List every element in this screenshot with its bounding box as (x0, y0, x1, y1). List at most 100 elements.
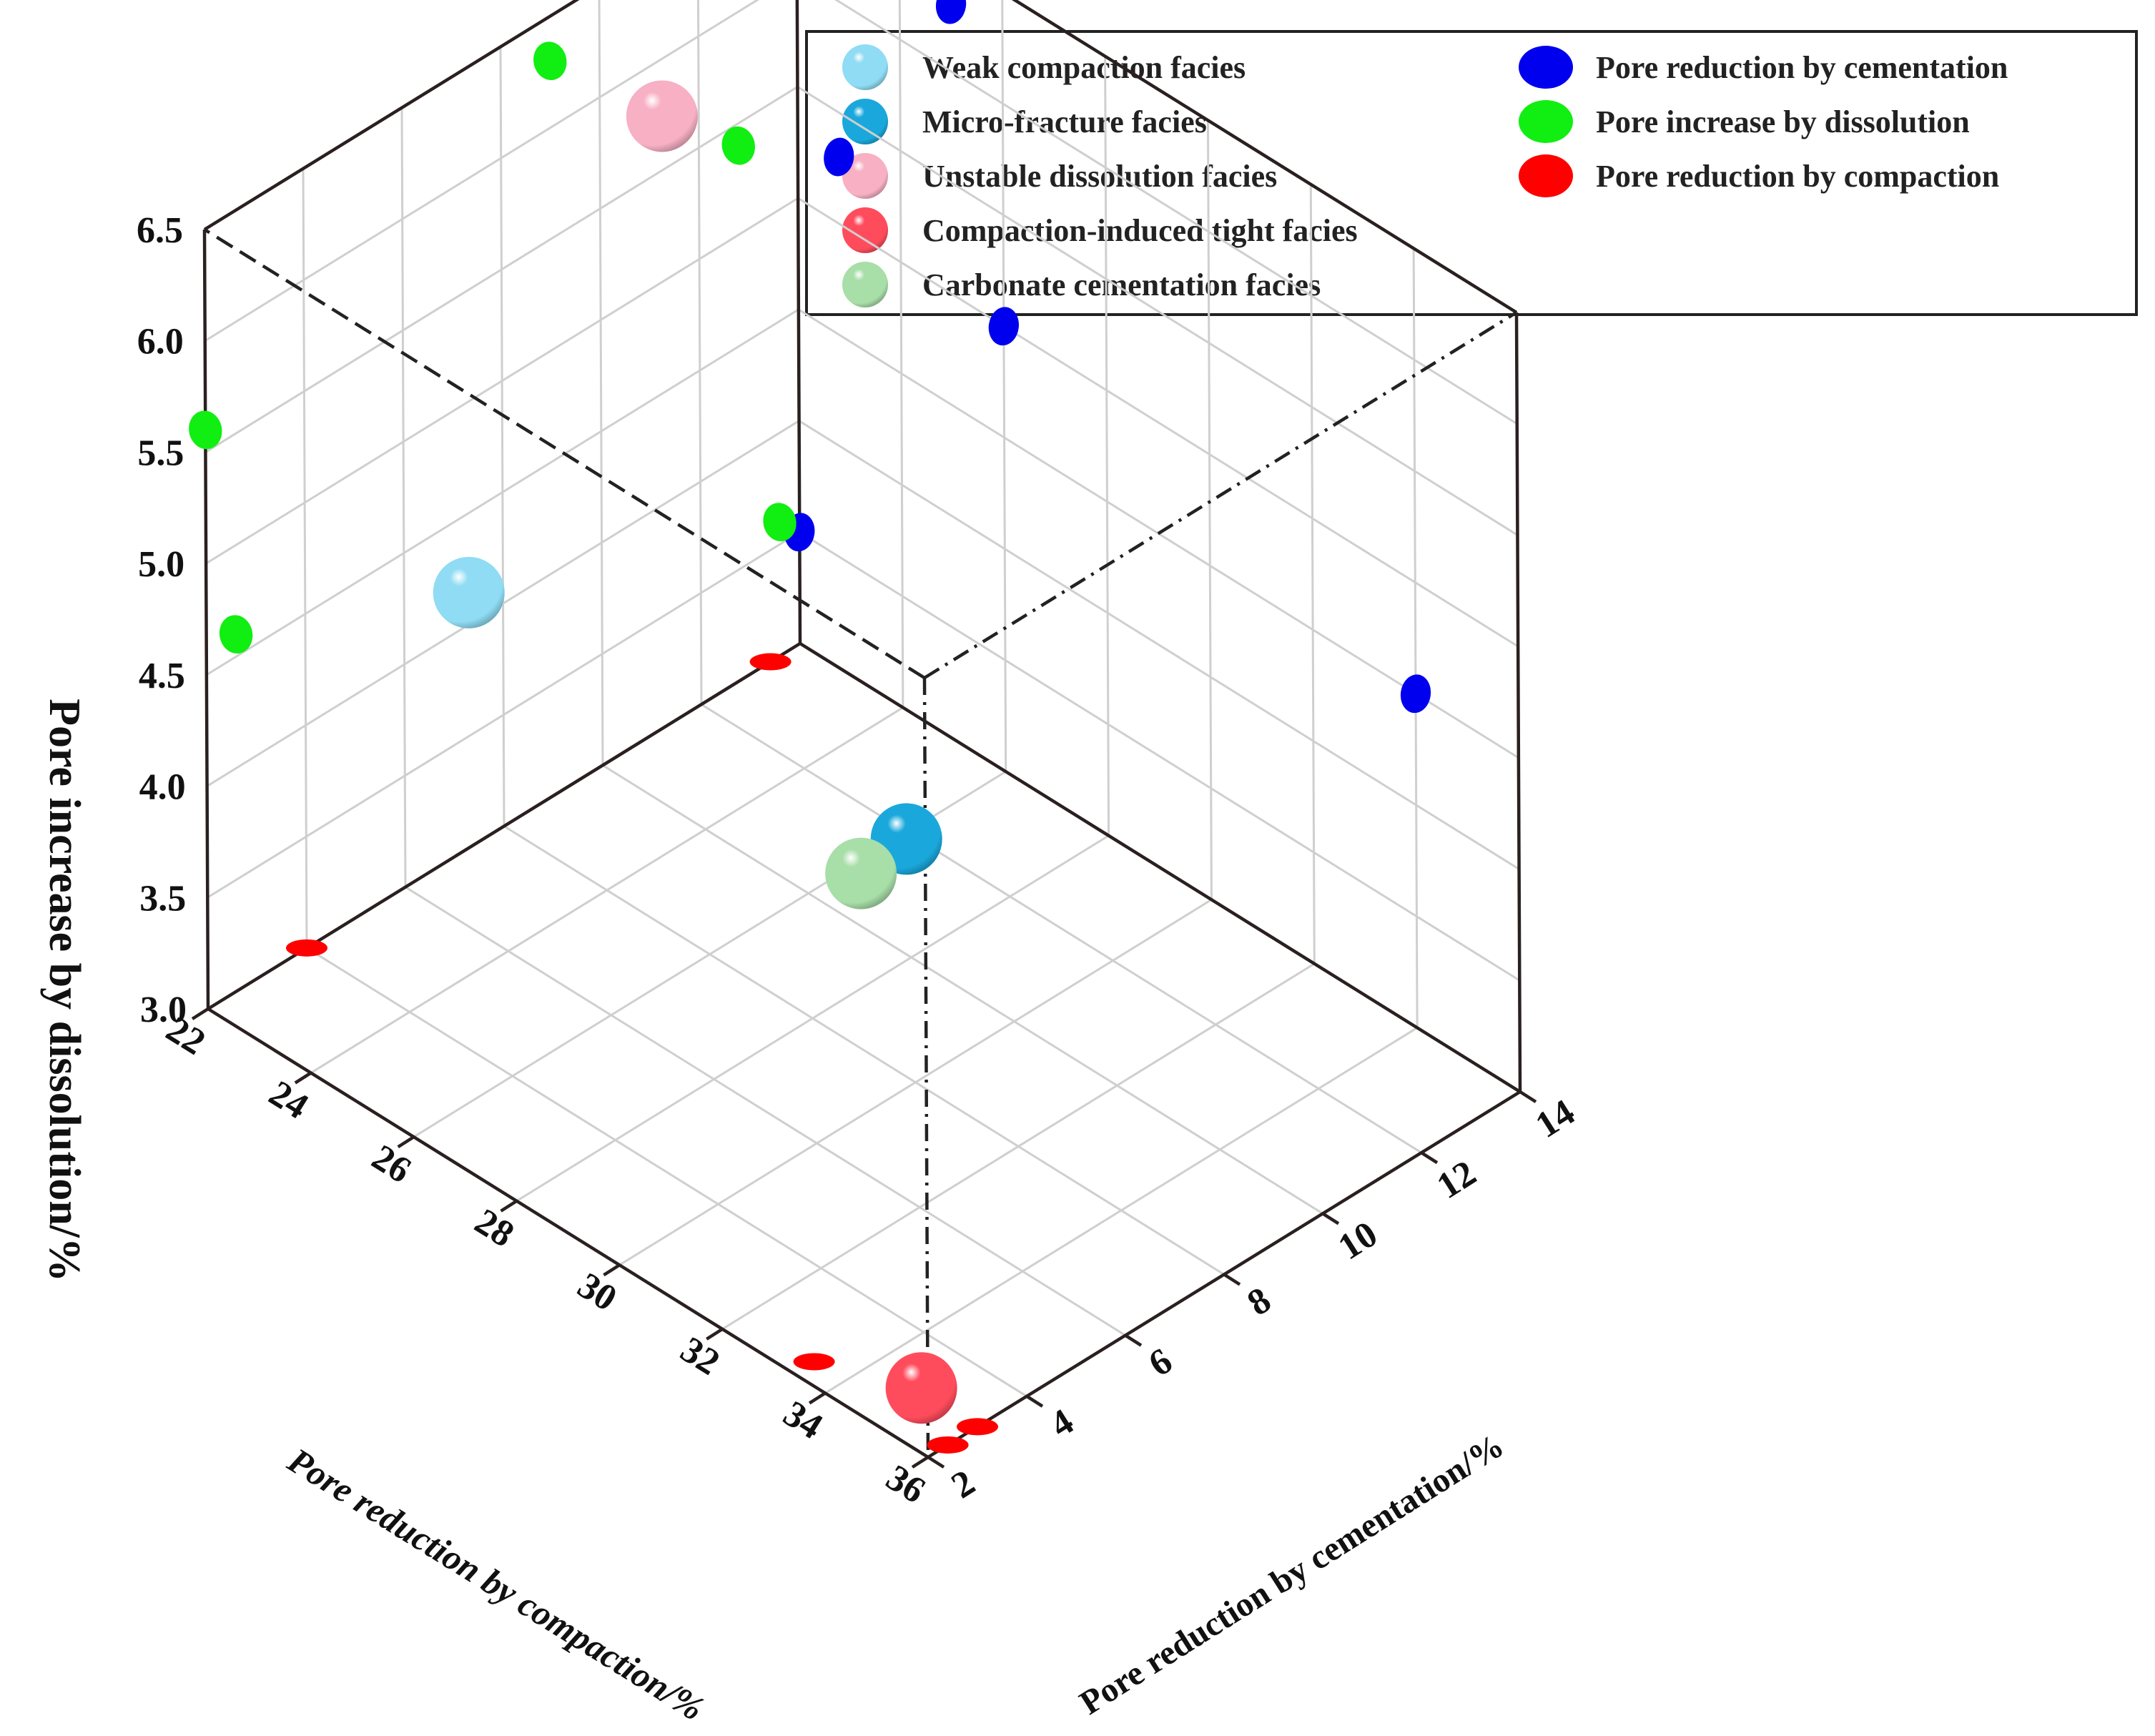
z-tick-label: 4.0 (139, 767, 186, 808)
data-point (721, 126, 755, 165)
z-tick-label: 3.5 (139, 878, 186, 919)
legend-marker (842, 207, 888, 253)
data-point (286, 939, 327, 957)
grid-line (503, 825, 1225, 1276)
z-tick-label: 4.5 (139, 656, 185, 696)
axis-frame-edge (799, 642, 1522, 1093)
grid-line (204, 0, 760, 342)
axis-frame-edge (1514, 312, 1522, 1093)
y-tick-mark (1321, 1212, 1340, 1225)
x-tick-label: 30 (571, 1265, 623, 1319)
legend-label: Carbonate cementation facies (922, 267, 1321, 302)
y-tick-mark (1223, 1273, 1241, 1286)
z-tick-label: 5.0 (138, 544, 184, 585)
grid-line (602, 764, 1323, 1215)
x-tick-label: 24 (262, 1073, 315, 1128)
grid-line (834, 0, 1518, 425)
gridlines (203, 0, 1522, 1459)
grid-line (207, 531, 801, 899)
data-point (988, 307, 1019, 346)
data-point (824, 137, 854, 177)
data-point (749, 653, 792, 671)
x-tick-mark (603, 1263, 621, 1277)
x-tick-mark (706, 1327, 724, 1341)
axis-frame-edge (203, 0, 580, 231)
legend-marker (842, 44, 888, 90)
grid-line (797, 86, 1519, 536)
data-point (957, 1418, 998, 1436)
grid-line (1104, 56, 1110, 836)
data-point (189, 410, 222, 450)
legend-marker (1519, 46, 1573, 89)
y-tick-label: 4 (1043, 1401, 1080, 1446)
data-point (927, 1436, 969, 1454)
legend-marker (842, 262, 888, 307)
grid-line (206, 420, 800, 787)
data-point (219, 615, 253, 654)
grid-line (799, 531, 1521, 982)
y-tick-label: 10 (1331, 1213, 1384, 1268)
x-tick-mark (191, 1007, 209, 1020)
legend-label: Pore increase by dissolution (1596, 104, 1970, 139)
data-point (1400, 674, 1431, 714)
grid-line (1309, 184, 1316, 964)
facies-point (885, 1352, 957, 1424)
guide-lines (203, 228, 1518, 1458)
legend-label: Weak compaction facies (922, 50, 1246, 85)
grid-line (205, 197, 799, 565)
grid-line (1206, 120, 1213, 900)
x-tick-mark (500, 1199, 518, 1213)
y-tick-label: 2 (945, 1462, 982, 1506)
y-axis-title: Pore reduction by cementation/% (1073, 1426, 1511, 1722)
z-tick-label: 6.0 (137, 322, 184, 363)
guide-line (203, 228, 926, 679)
y-tick-label: 14 (1529, 1092, 1582, 1146)
legend-marker (1519, 154, 1573, 197)
x-tick-label: 26 (365, 1137, 418, 1191)
y-tick-mark (927, 1456, 945, 1469)
data-point (533, 41, 567, 81)
legend-marker (842, 153, 888, 199)
guide-line (923, 311, 1518, 679)
z-tick-label: 5.5 (137, 433, 184, 473)
y-tick-label: 6 (1142, 1341, 1179, 1385)
grid-line (797, 197, 1519, 648)
grid-line (405, 886, 1126, 1336)
axis-frame (191, 0, 1537, 1469)
legend-box (805, 30, 2138, 316)
y-tick-label: 8 (1241, 1280, 1278, 1324)
legend-marker (1519, 100, 1573, 143)
x-axis-title: Pore reduction by compaction/% (280, 1439, 711, 1728)
z-axis-title: Pore increase by dissolution/% (40, 699, 89, 1282)
x-axis-line (207, 1007, 929, 1459)
grid-line (898, 0, 904, 708)
grid-line (696, 0, 703, 705)
legend-label: Pore reduction by compaction (1596, 159, 1999, 194)
z-tick-label: 6.5 (137, 210, 183, 251)
legend-marker (842, 99, 888, 144)
x-tick-mark (294, 1071, 312, 1085)
z-axis-line (202, 229, 210, 1010)
grid-line (701, 703, 1422, 1154)
x-tick-mark (911, 1456, 929, 1469)
x-tick-label: 34 (776, 1393, 829, 1447)
grid-line (499, 46, 506, 827)
facies-point (626, 80, 698, 152)
legend-label: Pore reduction by cementation (1596, 50, 2008, 85)
data-marks (189, 0, 1431, 1454)
grid-line (206, 308, 799, 676)
grid-line (204, 86, 799, 453)
grid-line (400, 107, 407, 887)
grid-line (1412, 248, 1419, 1028)
legend-label: Compaction-induced tight facies (922, 213, 1358, 248)
facies-point (825, 837, 897, 909)
z-tick-label: 3.0 (140, 990, 187, 1030)
x-tick-label: 36 (879, 1457, 932, 1511)
grid-line (306, 947, 1027, 1398)
grid-line (798, 420, 1520, 870)
x-tick-mark (808, 1391, 827, 1405)
x-tick-mark (397, 1135, 415, 1149)
